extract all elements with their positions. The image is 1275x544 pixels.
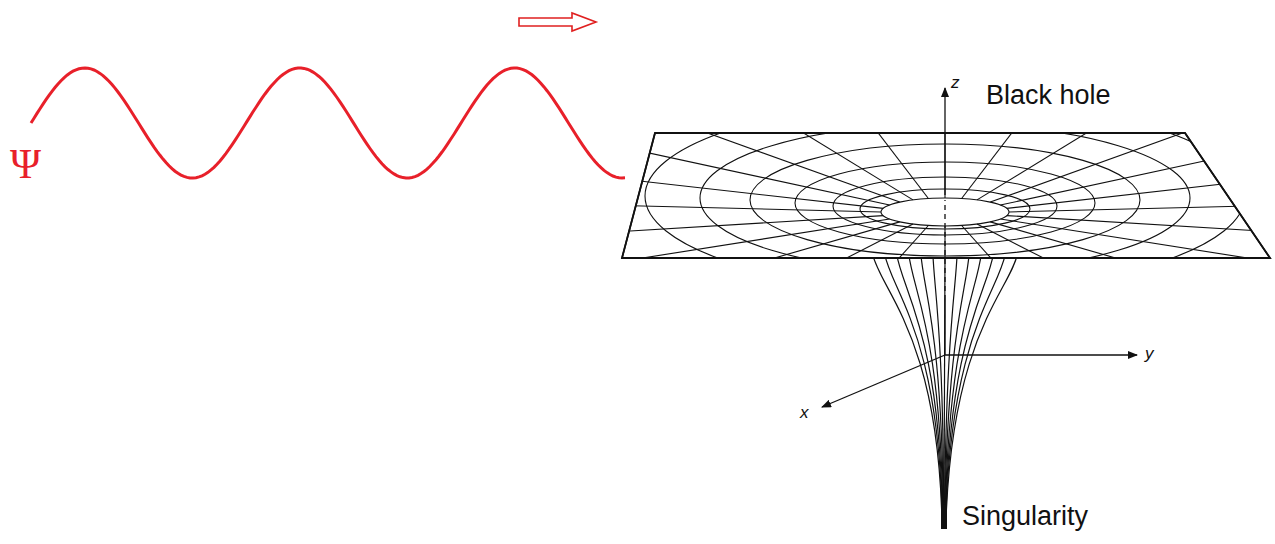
spacetime-grid [245, 0, 1275, 416]
axis-label: y [1145, 345, 1154, 362]
title-label: Black hole [986, 82, 1111, 109]
funnel [872, 252, 1018, 515]
direction-arrow [519, 13, 596, 31]
singularity-point [941, 505, 947, 529]
z-axis-hidden [944, 200, 945, 300]
wave-symbol: Ψ [10, 143, 41, 185]
z-axis-lower [944, 300, 945, 355]
plane-border [622, 133, 1270, 258]
axis-label: x [800, 404, 809, 421]
y-axis [945, 354, 1137, 355]
axis-label: z [951, 74, 960, 91]
z-axis [944, 88, 945, 195]
wave [31, 68, 625, 178]
x-axis [822, 355, 945, 407]
spacetime-plane [622, 133, 1270, 258]
singularity-label: Singularity [962, 503, 1088, 530]
